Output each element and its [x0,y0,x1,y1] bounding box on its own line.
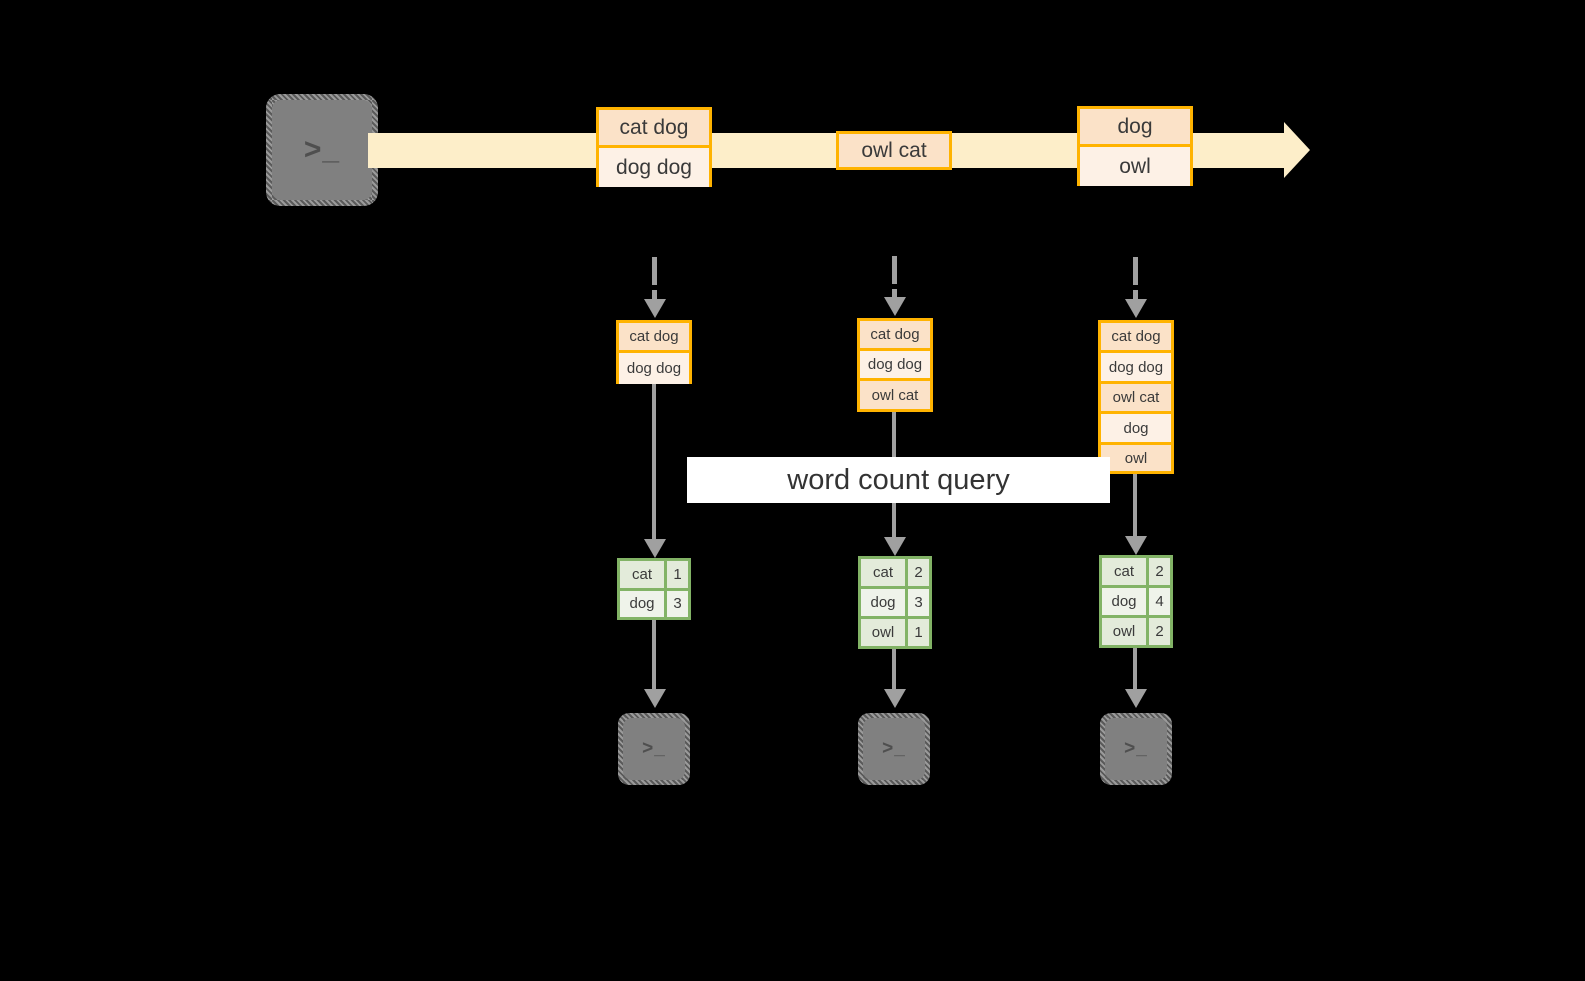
column-2-result-word-1: cat [861,559,908,586]
stream-batch-1-line-2: dog dog [599,148,709,187]
column-3-accumulated-line-3: owl cat [1101,384,1171,414]
column-3-accumulated-line-2: dog dog [1101,353,1171,384]
column-2-accumulated-line-2: dog dog [860,351,930,381]
terminal-screen [1105,718,1167,780]
column-3-query-line [1133,474,1137,547]
column-2-result-word-3: owl [861,619,908,646]
column-2-result-word-2: dog [861,589,908,616]
column-1-accumulated-line-2: dog dog [619,353,689,384]
column-3-accumulated-line-5: owl [1101,445,1171,471]
column-1-result-word-2: dog [620,590,667,617]
column-2-sink-line [892,649,896,696]
table-row: cat 2 [1102,558,1170,588]
table-row: dog 3 [620,590,688,617]
column-2-accumulated-line-3: owl cat [860,381,930,409]
column-3-result-table: cat 2 dog 4 owl 2 [1099,555,1173,648]
column-3-input-arrowhead [1125,299,1147,318]
column-3-sink-line [1133,648,1137,696]
column-3-result-word-2: dog [1102,588,1149,615]
column-3-accumulated-line-1: cat dog [1101,323,1171,353]
column-1-sink-terminal-icon: >_ [618,713,690,785]
table-row: cat 1 [620,561,688,591]
column-1-result-count-1: 1 [667,561,688,588]
column-2-result-count-1: 2 [908,559,929,586]
column-3-result-word-1: cat [1102,558,1149,585]
column-2-result-table: cat 2 dog 3 owl 1 [858,556,932,649]
column-2-result-count-2: 3 [908,589,929,616]
column-3-query-arrowhead [1125,536,1147,555]
column-3-sink-arrowhead [1125,689,1147,708]
column-1-input-shaft [652,290,657,304]
stream-batch-2-line-1: owl cat [839,134,949,167]
column-3-result-word-3: owl [1102,618,1149,645]
column-3-accumulated-box: cat dog dog dog owl cat dog owl [1098,320,1174,474]
terminal-screen [272,100,372,200]
column-1-result-table: cat 1 dog 3 [617,558,691,620]
column-2-accumulated-box: cat dog dog dog owl cat [857,318,933,412]
column-1-result-count-2: 3 [667,590,688,617]
terminal-screen [863,718,925,780]
column-2-input-arrowhead [884,297,906,316]
terminal-prompt-glyph: >_ [642,738,666,759]
stream-batch-3-line-2: owl [1080,147,1190,186]
column-1-query-line [652,384,656,548]
terminal-prompt-glyph: >_ [303,133,341,166]
column-2-sink-terminal-icon: >_ [858,713,930,785]
event-stream-arrow-head [1284,122,1310,178]
column-3-input-dash [1133,257,1138,285]
column-2-input-dash [892,256,897,284]
column-1-sink-arrowhead [644,689,666,708]
column-1-sink-line [652,620,656,696]
column-3-result-count-2: 4 [1149,588,1170,615]
terminal-prompt-glyph: >_ [1124,738,1148,759]
table-row: owl 2 [1102,618,1170,645]
source-terminal-icon: >_ [266,94,378,206]
column-1-accumulated-box: cat dog dog dog [616,320,692,384]
column-1-input-arrowhead [644,299,666,318]
terminal-prompt-glyph: >_ [882,738,906,759]
column-1-query-arrowhead [644,539,666,558]
column-3-result-count-3: 2 [1149,618,1170,645]
column-2-sink-arrowhead [884,689,906,708]
stream-batch-2: owl cat [836,131,952,170]
table-row: dog 4 [1102,588,1170,618]
column-1-input-dash [652,257,657,285]
table-row: cat 2 [861,559,929,589]
column-2-query-arrowhead [884,537,906,556]
column-1-result-word-1: cat [620,561,667,588]
column-3-input-shaft [1133,290,1138,304]
column-2-accumulated-line-1: cat dog [860,321,930,351]
stream-batch-1: cat dog dog dog [596,107,712,187]
terminal-screen [623,718,685,780]
table-row: dog 3 [861,589,929,619]
stream-batch-3-line-1: dog [1080,109,1190,147]
column-1-accumulated-line-1: cat dog [619,323,689,353]
stream-batch-1-line-1: cat dog [599,110,709,148]
column-3-accumulated-line-4: dog [1101,414,1171,445]
stream-batch-3: dog owl [1077,106,1193,186]
table-row: owl 1 [861,619,929,646]
column-3-result-count-1: 2 [1149,558,1170,585]
query-label: word count query [687,457,1110,503]
column-3-sink-terminal-icon: >_ [1100,713,1172,785]
column-2-input-shaft [892,289,897,302]
column-2-result-count-3: 1 [908,619,929,646]
